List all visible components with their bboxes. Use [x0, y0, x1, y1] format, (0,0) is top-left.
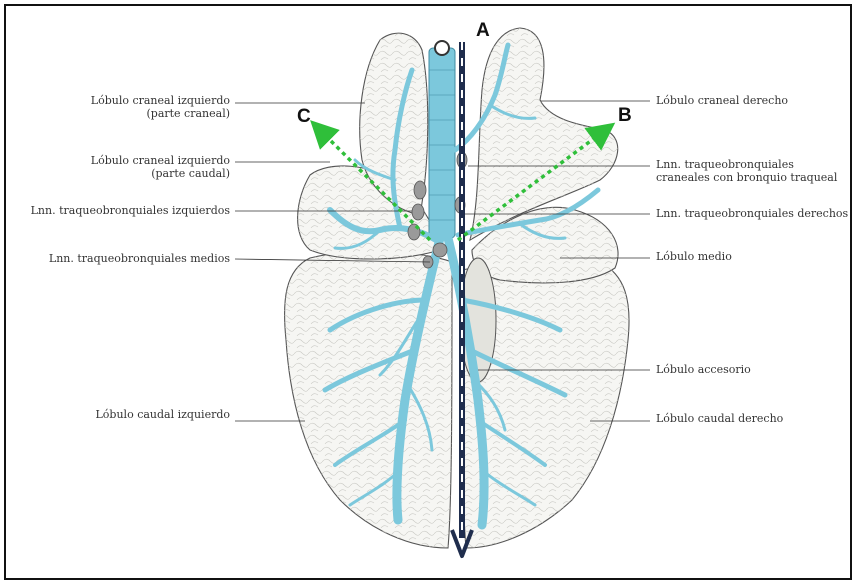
label-accessory-lobe: Lóbulo accesorio	[656, 363, 751, 376]
marker-c: C	[297, 106, 311, 128]
label-lnn-right: Lnn. traqueobronquiales derechos	[656, 207, 848, 220]
label-middle-lobe: Lóbulo medio	[656, 250, 732, 263]
label-right-cranial: Lóbulo craneal derecho	[656, 94, 788, 107]
label-lnn-cranial: Lnn. traqueobronquiales craneales con br…	[656, 158, 837, 184]
label-left-cranial-caudal: Lóbulo craneal izquierdo (parte caudal)	[40, 154, 230, 180]
label-lnn-medios: Lnn. traqueobronquiales medios	[10, 252, 230, 265]
label-lnn-left: Lnn. traqueobronquiales izquierdos	[10, 204, 230, 217]
label-left-cranial-cranial: Lóbulo craneal izquierdo (parte craneal)	[40, 94, 230, 120]
label-right-caudal: Lóbulo caudal derecho	[656, 412, 783, 425]
marker-a: A	[476, 20, 490, 42]
marker-b: B	[618, 105, 632, 127]
trachea-lumen	[435, 41, 449, 55]
trachea	[429, 48, 455, 238]
label-left-caudal: Lóbulo caudal izquierdo	[40, 408, 230, 421]
